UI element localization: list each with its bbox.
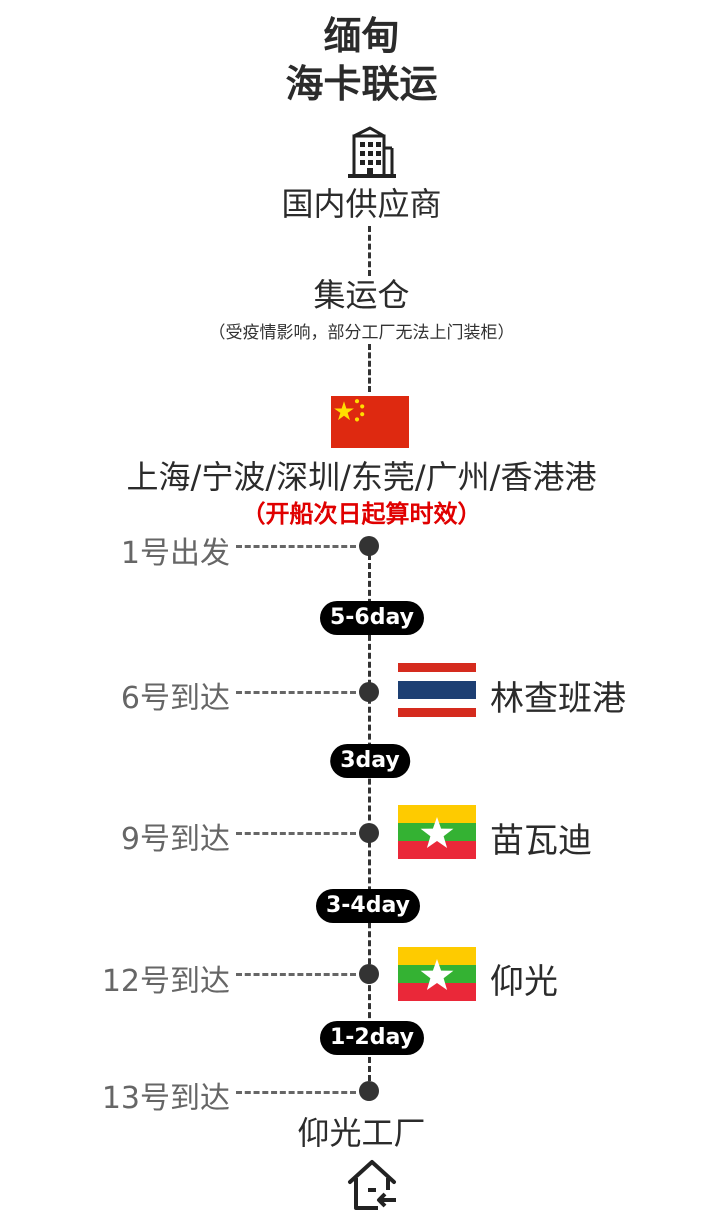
duration-pill: 3day: [330, 744, 410, 778]
connector-supplier: [368, 226, 371, 276]
day-label: 6号到达: [120, 681, 230, 716]
day-label: 9号到达: [120, 822, 230, 857]
day-label: 13号到达: [101, 1081, 230, 1116]
row-dash: [236, 973, 356, 976]
timeline-dot: [359, 1081, 379, 1101]
thailand-flag: [398, 663, 476, 717]
timeline-dot: [359, 536, 379, 556]
duration-pill: 5-6day: [319, 601, 425, 635]
row-dash: [236, 545, 356, 548]
home-icon: [348, 1160, 396, 1210]
building-icon: [348, 126, 396, 178]
warehouse-note: （受疫情影响，部分工厂无法上门装柜）: [208, 323, 515, 343]
connector-warehouse: [368, 344, 371, 392]
destination-name: 苗瓦迪: [490, 821, 592, 861]
china-flag: [331, 396, 409, 448]
factory-label: 仰光工厂: [297, 1114, 426, 1152]
timeline-line: [368, 545, 371, 1090]
timeline-dot: [359, 964, 379, 984]
timeline-dot: [359, 682, 379, 702]
myanmar-flag: [398, 947, 476, 1001]
duration-pill: 3-4day: [315, 889, 421, 923]
destination-name: 仰光: [490, 962, 558, 1002]
timeline-dot: [359, 823, 379, 843]
destination-name: 林查班港: [490, 679, 626, 719]
duration-pill: 1-2day: [319, 1021, 425, 1055]
row-dash: [236, 1091, 356, 1094]
ports-label: 上海/宁波/深圳/东莞/广州/香港港: [126, 458, 597, 496]
day-label: 1号出发: [120, 536, 230, 571]
warehouse-label: 集运仓: [313, 276, 410, 314]
title-line1: 缅甸: [323, 14, 400, 58]
day-label: 12号到达: [101, 964, 230, 999]
row-dash: [236, 691, 356, 694]
myanmar-flag: [398, 805, 476, 859]
supplier-label: 国内供应商: [281, 185, 442, 223]
ports-note: （开船次日起算时效）: [241, 500, 482, 528]
row-dash: [236, 832, 356, 835]
title-line2: 海卡联运: [285, 62, 438, 106]
